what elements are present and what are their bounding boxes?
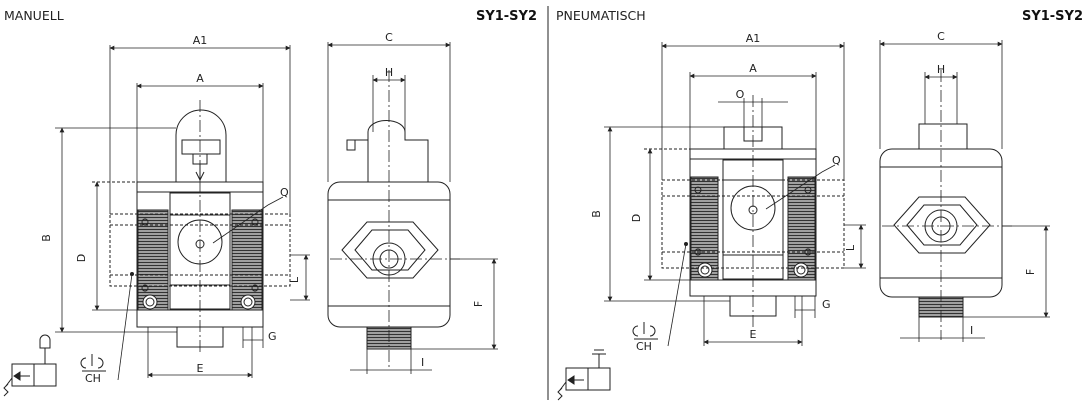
label-c-left: C xyxy=(385,31,393,44)
label-ch-left: CH xyxy=(85,372,101,385)
label-e-left: E xyxy=(197,362,204,375)
label-d-right: D xyxy=(630,214,643,222)
valve-symbol-left xyxy=(3,334,57,397)
title-pneumatisch: PNEUMATISCH xyxy=(556,8,646,23)
title-manuell: MANUELL xyxy=(4,8,64,23)
label-a-right: A xyxy=(749,62,757,75)
label-q-left: Q xyxy=(280,186,289,199)
label-a1-right: A1 xyxy=(746,32,761,45)
label-f-left: F xyxy=(472,301,485,307)
label-c-right: C xyxy=(937,30,945,43)
label-h-left: H xyxy=(385,66,393,79)
wrench-icon xyxy=(80,354,106,372)
manuell-side-view xyxy=(327,70,460,370)
manuell-side-dims xyxy=(327,42,498,374)
pneumatisch-side-view xyxy=(879,70,1012,340)
pneumatisch-front-dims xyxy=(604,42,866,347)
manuell-front-view xyxy=(92,100,291,355)
label-l-right: L xyxy=(844,244,857,251)
model-left: SY1-SY2 xyxy=(476,9,537,24)
label-b-left: B xyxy=(40,234,53,242)
label-a-left: A xyxy=(196,72,204,85)
label-f-right: F xyxy=(1024,269,1037,275)
label-g-left: G xyxy=(268,330,277,343)
manuell-front-dims xyxy=(55,45,310,381)
label-h-right: H xyxy=(937,63,945,76)
label-i-left: I xyxy=(421,356,424,369)
label-i-right: I xyxy=(970,324,973,337)
valve-symbol-right xyxy=(557,349,611,401)
label-e-right: E xyxy=(750,328,757,341)
label-q-right: Q xyxy=(832,154,841,167)
label-ch-right: CH xyxy=(636,340,652,353)
label-d-left: D xyxy=(75,254,88,262)
pneumatisch-side-dims xyxy=(879,40,1050,342)
pneumatisch-front-view xyxy=(644,95,845,330)
label-l-left: L xyxy=(288,276,301,283)
model-right: SY1-SY2 xyxy=(1022,9,1083,24)
label-o-right: O xyxy=(736,88,745,101)
label-b-right: B xyxy=(590,210,603,218)
label-g-right: G xyxy=(822,298,831,311)
label-a1-left: A1 xyxy=(193,34,208,47)
wrench-icon xyxy=(632,322,658,340)
